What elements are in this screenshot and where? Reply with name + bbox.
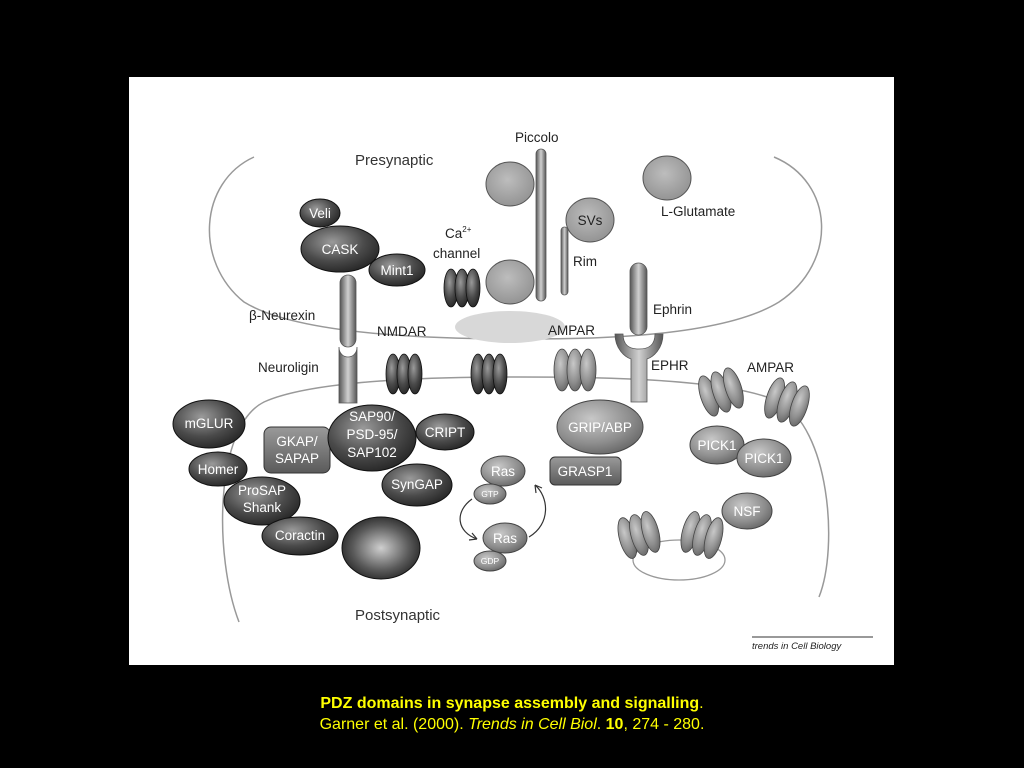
ras-gtp-protein [480,455,526,487]
homer-label: Homer [198,462,239,477]
pick1-label-b: PICK1 [744,451,783,466]
channel-label: channel [433,246,480,261]
mglur-label: mGLUR [185,416,234,431]
ras-cycle-arrow-left [459,498,478,540]
ampar-vesicle-a [617,511,661,559]
ephrin-bar [629,262,648,336]
pick1-label-a: PICK1 [697,438,736,453]
sapap-label: SAPAP [275,451,319,466]
cask-protein [300,225,380,273]
rim-label: Rim [573,254,597,269]
gkap-sapap-protein [263,426,331,474]
ras-gdp-protein [482,522,528,554]
postsynaptic-membrane [221,376,830,623]
vesicle [485,161,535,207]
mint1-label: Mint1 [380,263,413,278]
ampar-receptor-tilted-a [698,367,744,417]
arrowhead-icon [534,484,543,494]
veli-label: Veli [309,206,331,221]
cript-protein [415,413,475,451]
gtp-badge [473,483,507,505]
postsynaptic-label: Postsynaptic [355,607,441,624]
syngap-label: SynGAP [391,477,443,492]
caption-volume: 10 [605,716,624,733]
ampar-vesicle-b [680,511,724,559]
prosap-shank-protein [223,476,301,526]
nmdar-label: NMDAR [377,324,427,339]
ephr-receptor [614,333,664,403]
caption-authors: Garner et al. (2000). [319,716,469,733]
neuroligin-receptor [338,346,358,404]
nsf-protein [721,492,773,530]
b-neurexin-label: β-Neurexin [249,308,315,323]
ampar-receptor [553,348,597,392]
veli-protein [299,198,341,228]
ampar-receptor-tilted-b [764,377,810,427]
cript-label: CRIPT [425,425,466,440]
caption: PDZ domains in synapse assembly and sign… [0,693,1024,735]
nmdar-receptor [385,353,423,395]
presynaptic-label: Presynaptic [355,152,434,169]
ras-label-top: Ras [491,464,515,479]
nmdar-receptor-2 [470,353,508,395]
ca-channel [443,268,481,308]
caption-journal-end: . [596,716,606,733]
synapse-figure: Presynaptic Postsynaptic Piccolo L-Gluta… [129,77,894,665]
ampar-label: AMPAR [548,323,595,338]
arrowhead-icon [468,532,478,541]
pick1-protein-b [736,438,792,478]
caption-journal: Trends in Cell Biol [468,716,597,733]
neuroligin-label: Neuroligin [258,360,319,375]
gkap-label: GKAP/ [276,434,318,449]
synapse-diagram: Presynaptic Postsynaptic Piccolo L-Gluta… [172,130,873,652]
sap90-psd95-sap102-protein [327,404,417,472]
ca-label: Ca2+ [445,225,472,241]
caption-pages: , 274 - 280. [623,716,705,733]
mint1-protein [368,253,426,287]
grasp1-label: GRASP1 [558,464,613,479]
sap102-label: SAP102 [347,445,397,460]
gdp-badge [473,550,507,572]
grip-abp-label: GRIP/ABP [568,420,632,435]
piccolo-label: Piccolo [515,130,559,145]
svs-vesicle [565,197,615,243]
gdp-label: GDP [481,556,500,566]
ras-label-bottom: Ras [493,531,517,546]
glutamate-vesicle [642,155,692,201]
rim-bar [560,226,569,296]
cask-label: CASK [322,242,359,257]
b-neurexin-bar [339,274,357,348]
vesicle [485,259,535,305]
caption-line-2: Garner et al. (2000). Trends in Cell Bio… [0,714,1024,735]
caption-line-1: PDZ domains in synapse assembly and sign… [0,693,1024,714]
grip-abp-protein [556,399,644,455]
gtp-label: GTP [481,489,499,499]
sap90-label: SAP90/ [349,409,395,424]
mglur-protein [172,399,246,449]
synaptic-cleft-shadow [455,311,565,343]
l-glutamate-label: L-Glutamate [661,204,735,219]
nsf-label: NSF [734,504,761,519]
coractin-label: Coractin [275,528,325,543]
coractin-protein [261,516,339,556]
journal-mark: trends in Cell Biology [752,641,842,652]
unlabeled-blob [341,516,421,580]
grasp1-protein [549,456,622,486]
ephrin-label: Ephrin [653,302,692,317]
syngap-protein [381,463,453,507]
piccolo-bar [535,148,547,302]
ampar-label-2: AMPAR [747,360,794,375]
ras-cycle-arrow-right [528,484,547,538]
shank-label: Shank [243,500,282,515]
psd95-label: PSD-95/ [346,427,397,442]
prosap-label: ProSAP [238,483,286,498]
caption-title: PDZ domains in synapse assembly and sign… [320,695,700,712]
homer-protein [188,451,248,487]
caption-title-end: . [699,695,704,712]
svs-label: SVs [578,213,603,228]
ephr-label: EPHR [651,358,689,373]
